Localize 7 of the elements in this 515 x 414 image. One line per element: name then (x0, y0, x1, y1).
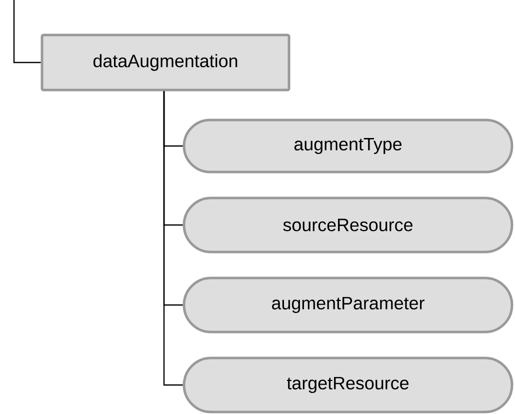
connector-line (13, 0, 41, 64)
element-pill: targetResource (182, 356, 514, 414)
element-pill: sourceResource (182, 196, 514, 254)
connector-line (163, 91, 183, 386)
element-pill: augmentType (182, 118, 514, 174)
element-pill: augmentParameter (182, 276, 514, 334)
element-box: dataAugmentation (40, 34, 290, 92)
